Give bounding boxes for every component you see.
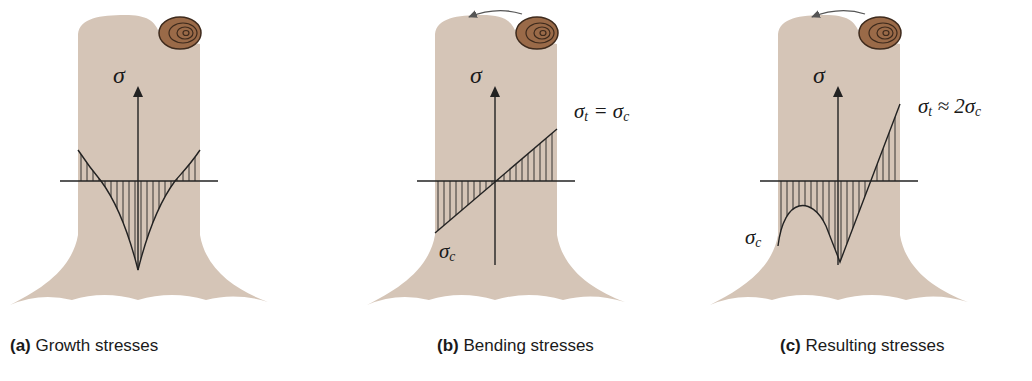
panel-caption: (b) Bending stresses	[437, 337, 594, 356]
stress-symbol: σ	[813, 62, 825, 88]
panel-caption: (a) Growth stresses	[10, 337, 158, 356]
tension-label: σt ≈ 2σc	[918, 95, 981, 119]
trunk-b	[367, 11, 625, 305]
compression-label: σc	[745, 226, 761, 250]
stress-symbol: σ	[113, 62, 125, 88]
stress-symbol: σ	[470, 62, 482, 88]
trunk-c	[710, 11, 968, 305]
panel-caption: (c) Resulting stresses	[780, 337, 944, 356]
trunk-a	[10, 15, 268, 305]
compression-label: σc	[439, 240, 455, 264]
tension-label: σt = σc	[574, 100, 629, 124]
